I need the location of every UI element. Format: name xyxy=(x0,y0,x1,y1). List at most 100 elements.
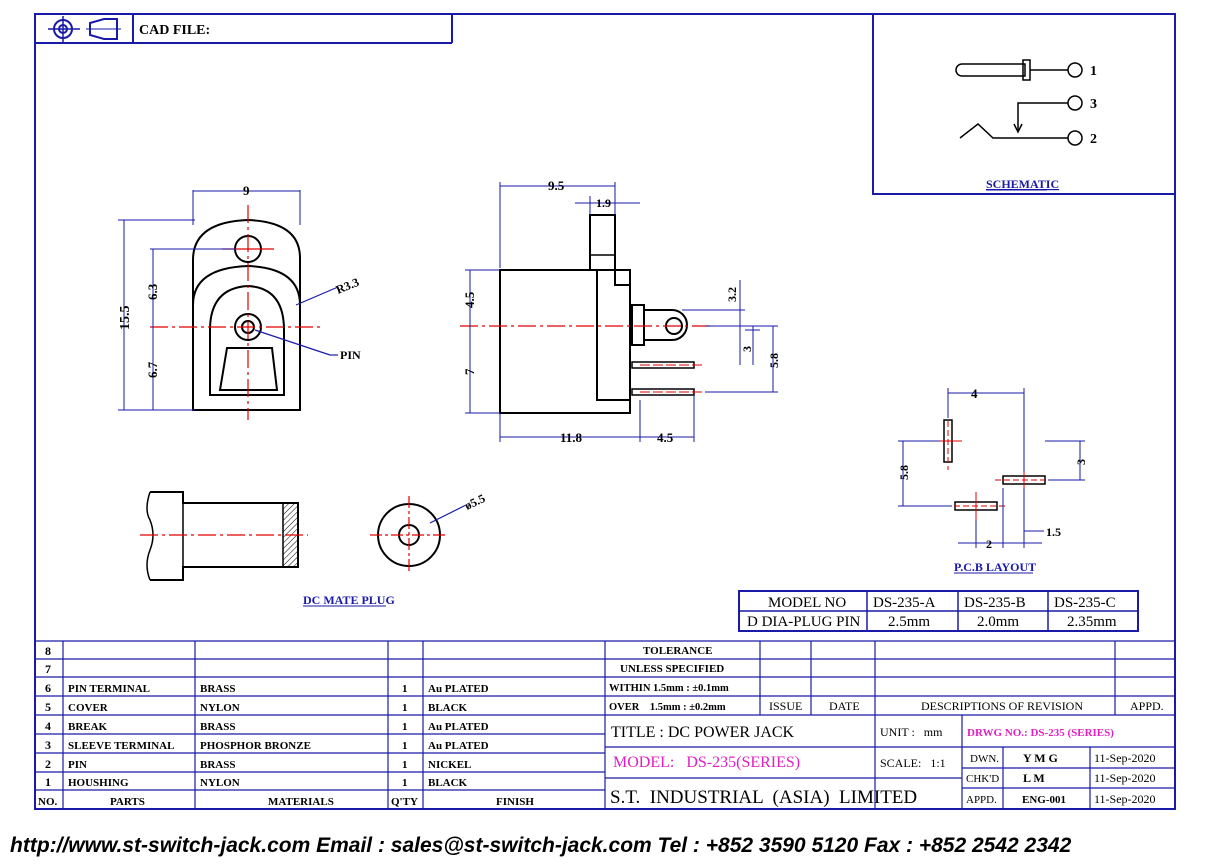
bom-row-finish: BLACK xyxy=(428,777,468,789)
bom-row-qty: 1 xyxy=(402,683,408,695)
pcb-dim-4: 4 xyxy=(971,386,978,401)
model-table: MODEL NO DS-235-A DS-235-B DS-235-C D DI… xyxy=(738,590,1139,632)
model-r2: 2.0mm xyxy=(977,614,1019,630)
title-block: TOLERANCE UNLESS SPECIFIED WITHIN 1.5mm … xyxy=(609,645,1164,808)
bom-row-mat: PHOSPHOR BRONZE xyxy=(200,740,311,752)
schematic-pin-2: 2 xyxy=(1090,132,1097,147)
model-h3: DS-235-C xyxy=(1054,595,1116,611)
bom-hdr-no: NO. xyxy=(38,796,58,808)
pcb-layout: 4 5.8 3 2 1.5 P.C.B LAYOUT xyxy=(897,386,1088,574)
radius-label: R3.3 xyxy=(334,275,361,297)
pcb-dim-58: 5.8 xyxy=(897,465,911,480)
contact-footer: http://www.st-switch-jack.com Email : sa… xyxy=(0,826,1232,866)
issue-header: ISSUE xyxy=(769,699,802,713)
dwn-value: Y M G xyxy=(1023,751,1058,765)
desc-header: DESCRIPTIONS OF REVISION xyxy=(921,699,1083,713)
dim-side-tab: 1.9 xyxy=(596,196,611,210)
dim-side-3: 3 xyxy=(740,346,754,352)
pin-label: PIN xyxy=(340,348,361,362)
bom-row-part: PIN xyxy=(68,759,87,771)
front-view: 9 15.5 6.3 6.7 R3.3 PIN xyxy=(118,183,361,420)
bom-row-mat: BRASS xyxy=(200,683,235,695)
bom-row-no: 2 xyxy=(45,757,51,771)
bom-row-no: 3 xyxy=(45,738,51,752)
bom-row-part: HOUSHING xyxy=(68,777,129,789)
bom-row-finish: Au PLATED xyxy=(428,721,489,733)
bom-row-mat: NYLON xyxy=(200,702,240,714)
pcb-title: P.C.B LAYOUT xyxy=(954,560,1036,574)
dim-side-pin: 4.5 xyxy=(657,430,674,445)
dim-side-overall: 9.5 xyxy=(548,178,565,193)
schematic-pin-1: 1 xyxy=(1090,64,1097,79)
dwn-date: 11-Sep-2020 xyxy=(1094,751,1156,765)
model-r3: 2.35mm xyxy=(1067,614,1117,630)
dim-front-height: 15.5 xyxy=(118,306,133,331)
bom-row-part: BREAK xyxy=(68,721,108,733)
dwn-label: DWN. xyxy=(970,753,999,765)
chkd-label: CHK'D xyxy=(966,773,999,785)
dim-front-lower: 6.7 xyxy=(145,361,160,378)
appd-date: 11-Sep-2020 xyxy=(1094,792,1156,806)
bom-row-no: 5 xyxy=(45,700,51,714)
appd-value: ENG-001 xyxy=(1022,794,1066,806)
bom-hdr-finish: FINISH xyxy=(496,796,534,808)
schematic-pin-3: 3 xyxy=(1090,97,1097,112)
dim-front-upper: 6.3 xyxy=(145,283,160,300)
bom-grid xyxy=(35,640,1175,809)
bom-row-qty: 1 xyxy=(402,721,408,733)
chkd-date: 11-Sep-2020 xyxy=(1094,771,1156,785)
dim-side-body: 11.8 xyxy=(560,430,583,445)
company-name: S.T. INDUSTRIAL (ASIA) LIMITED xyxy=(610,787,917,808)
bom-row-mat: BRASS xyxy=(200,721,235,733)
bom-row-qty: 1 xyxy=(402,777,408,789)
side-view: 9.5 1.9 4.5 7 11.8 4.5 3.2 3 5.8 xyxy=(460,178,781,445)
schematic: 1 3 2 SCHEMATIC xyxy=(872,14,1175,195)
model-h1: DS-235-A xyxy=(873,595,936,611)
bom-row-qty: 1 xyxy=(402,702,408,714)
schematic-title: SCHEMATIC xyxy=(986,177,1059,191)
dim-side-upper: 4.5 xyxy=(462,291,477,308)
cad-file-box: CAD FILE: xyxy=(35,14,453,44)
dc-mate-plug: ø5.5 DC MATE PLUG xyxy=(140,491,487,607)
bom-row-part: SLEEVE TERMINAL xyxy=(68,740,174,752)
model-label: MODEL: DS-235(SERIES) xyxy=(613,754,800,771)
contact-line: http://www.st-switch-jack.com Email : sa… xyxy=(10,834,1072,857)
dim-side-lower: 7 xyxy=(462,368,477,375)
bom-row-part: COVER xyxy=(68,702,109,714)
chkd-value: L M xyxy=(1023,771,1045,785)
cad-file-label: CAD FILE: xyxy=(139,23,210,38)
bom-row-no: 1 xyxy=(45,775,51,789)
bom-row-no: 6 xyxy=(45,681,51,695)
pcb-dim-15: 1.5 xyxy=(1046,525,1061,539)
tolerance-2: UNLESS SPECIFIED xyxy=(620,663,724,675)
dim-side-32: 3.2 xyxy=(725,287,739,302)
drawing-title: TITLE : DC POWER JACK xyxy=(611,724,795,741)
bom-row-finish: BLACK xyxy=(428,702,468,714)
dim-front-width: 9 xyxy=(243,183,250,198)
bom-row-no: 4 xyxy=(45,719,51,733)
pcb-dim-2: 2 xyxy=(986,537,992,551)
bom-row-finish: Au PLATED xyxy=(428,740,489,752)
unit-label: UNIT : mm xyxy=(880,725,943,739)
projection-symbol-icon xyxy=(48,16,121,42)
scale-label: SCALE: 1:1 xyxy=(880,756,946,770)
bom-table: 8 7 6 PIN TERMINAL BRASS 1 Au PLATED 5 C… xyxy=(38,644,534,808)
model-r0: D DIA-PLUG PIN xyxy=(747,614,860,630)
appd-label: APPD. xyxy=(966,794,997,806)
bom-row-qty: 1 xyxy=(402,759,408,771)
bom-row-part: PIN TERMINAL xyxy=(68,683,150,695)
bom-hdr-mat: MATERIALS xyxy=(268,796,334,808)
bom-row-finish: Au PLATED xyxy=(428,683,489,695)
bom-row-qty: 1 xyxy=(402,740,408,752)
bom-row-no: 7 xyxy=(45,662,51,676)
pcb-dim-3: 3 xyxy=(1074,459,1088,465)
bom-hdr-qty: Q'TY xyxy=(391,796,418,808)
tolerance-1: TOLERANCE xyxy=(643,645,712,657)
bom-row-finish: NICKEL xyxy=(428,759,471,771)
appd-header: APPD. xyxy=(1130,699,1164,713)
model-h0: MODEL NO xyxy=(768,595,846,611)
plug-dia-label: ø5.5 xyxy=(462,491,487,513)
tolerance-over: OVER 1.5mm : ±0.2mm xyxy=(609,702,726,713)
model-r1: 2.5mm xyxy=(888,614,930,630)
